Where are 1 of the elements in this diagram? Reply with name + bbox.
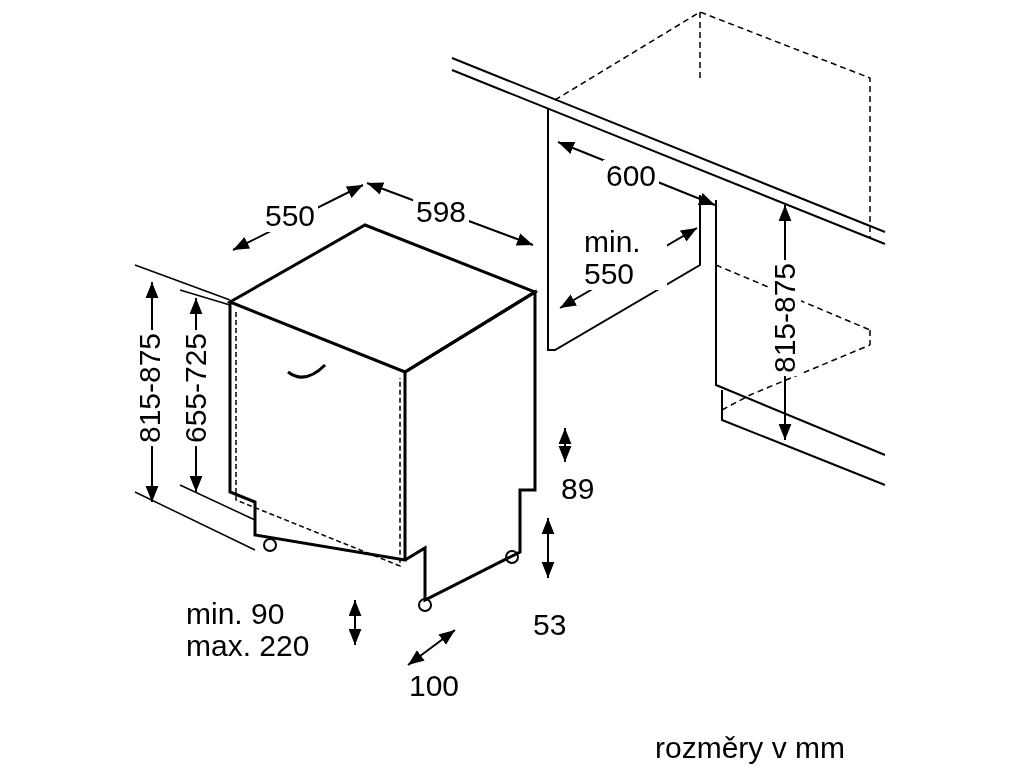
dimension-label: 815-875 [769, 259, 802, 377]
